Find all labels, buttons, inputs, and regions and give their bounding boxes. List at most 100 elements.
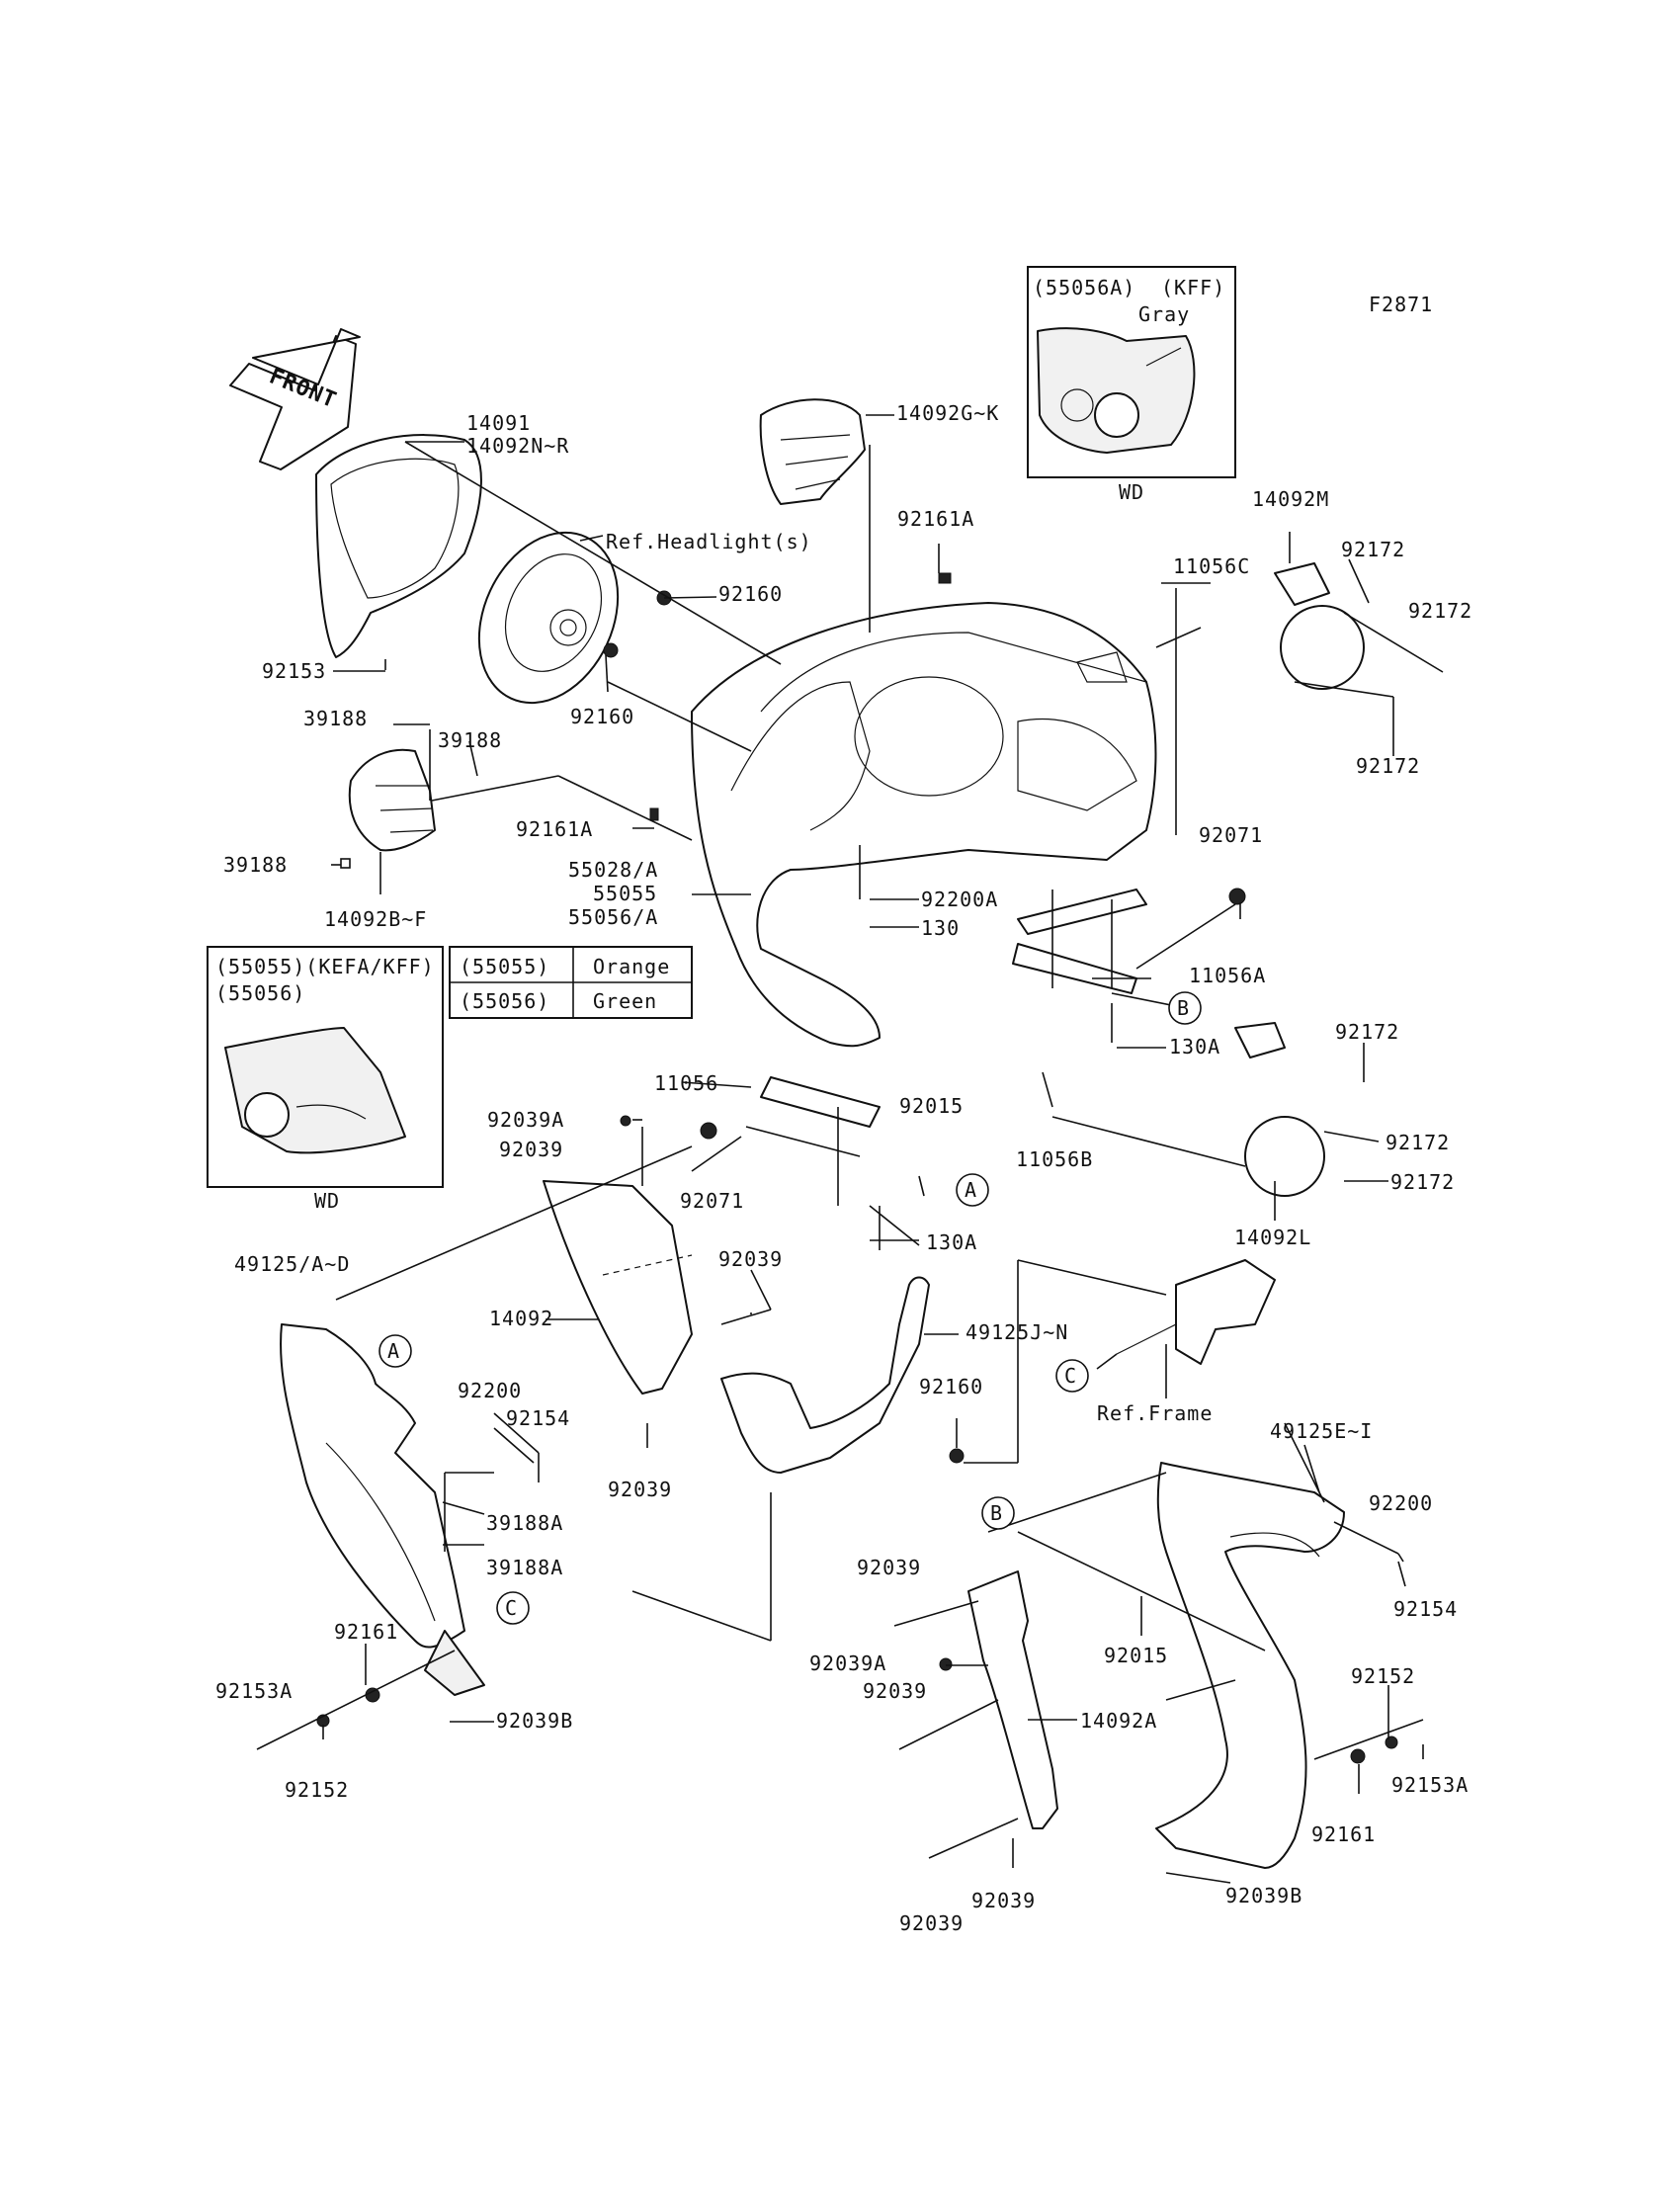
label-92172-a: 92172	[1341, 538, 1405, 561]
inset-kff-color: Gray	[1138, 302, 1190, 326]
label-92160-c: 92160	[919, 1375, 983, 1398]
label-130a-b: 130A	[926, 1230, 977, 1254]
inset-kefa-footer: WD	[314, 1189, 340, 1213]
label-130: 130	[921, 916, 960, 940]
label-92153a-b: 92153A	[1391, 1773, 1469, 1797]
label-92200-b: 92200	[1369, 1491, 1433, 1515]
label-92172-d: 92172	[1335, 1020, 1399, 1044]
label-92039-a: 92039	[499, 1138, 563, 1161]
label-39188a-a: 39188A	[486, 1511, 563, 1535]
label-11056c: 11056C	[1173, 554, 1250, 578]
label-92172-e: 92172	[1386, 1131, 1450, 1154]
label-92161-a: 92161	[334, 1620, 398, 1644]
label-92071-b: 92071	[680, 1189, 744, 1213]
inset-kff: (55056A) (KFF) Gray WD	[1027, 266, 1236, 504]
label-ref-headlight: Ref.Headlight(s)	[606, 530, 812, 553]
color-table-part-2: (55056)	[460, 989, 549, 1013]
callout-a-left	[378, 1334, 412, 1368]
label-92039-b: 92039	[718, 1247, 783, 1271]
label-49125a-d: 49125/A~D	[234, 1252, 350, 1276]
label-92039b-b: 92039B	[1225, 1884, 1302, 1907]
label-11056a: 11056A	[1189, 964, 1266, 987]
label-92200-a: 92200	[458, 1379, 522, 1402]
label-92039-e: 92039	[863, 1679, 927, 1703]
callout-a-left-label: A	[387, 1339, 400, 1363]
label-55028a: 55028/A	[568, 858, 658, 882]
inset-kff-part: (55056A)	[1033, 276, 1135, 299]
label-92039-g: 92039	[899, 1911, 964, 1935]
label-92154-a: 92154	[506, 1406, 570, 1430]
label-92152-a: 92152	[285, 1778, 349, 1802]
part-labels: 14091 14092N~R Ref.Headlight(s) 92160 92…	[215, 401, 1472, 1935]
label-130a-a: 130A	[1169, 1035, 1220, 1059]
label-14091: 14091	[466, 411, 531, 435]
color-table-color-2: Green	[593, 989, 657, 1013]
color-table-part-1: (55055)	[460, 955, 549, 978]
label-49125e-i: 49125E~I	[1270, 1419, 1373, 1443]
label-11056: 11056	[654, 1071, 718, 1095]
callout-a-mid	[956, 1173, 989, 1207]
label-14092a: 14092A	[1080, 1709, 1157, 1733]
inset-kefa-line1: (55055)(KEFA/KFF)	[215, 955, 435, 978]
inset-kff-variant: (KFF)	[1161, 276, 1225, 299]
callout-c-left	[496, 1591, 530, 1625]
part-drawings	[280, 398, 1398, 1869]
inset-kefa-line2: (55056)	[215, 981, 305, 1005]
label-92015-a: 92015	[899, 1094, 964, 1118]
callout-a-mid-label: A	[965, 1178, 977, 1202]
callout-b-top	[1168, 991, 1202, 1025]
inset-kefa: (55055)(KEFA/KFF) (55056) WD	[207, 946, 444, 1213]
label-92039a-b: 92039A	[809, 1652, 886, 1675]
callout-c-frame-label: C	[1064, 1364, 1077, 1388]
callout-circles: B A A C C B	[378, 991, 1202, 1625]
label-49125j-n: 49125J~N	[966, 1320, 1068, 1344]
label-92172-b: 92172	[1408, 599, 1472, 623]
label-39188-b: 39188	[438, 728, 502, 752]
label-14092: 14092	[489, 1307, 553, 1330]
label-92160-a: 92160	[718, 582, 783, 606]
label-14092b-f: 14092B~F	[324, 907, 427, 931]
label-92160-b: 92160	[570, 705, 634, 728]
label-11056b: 11056B	[1016, 1147, 1093, 1171]
callout-b-top-label: B	[1177, 996, 1190, 1020]
inset-kff-footer: WD	[1119, 480, 1144, 504]
label-92161a-a: 92161A	[897, 507, 974, 531]
label-92152-b: 92152	[1351, 1664, 1415, 1688]
label-14092n-r: 14092N~R	[466, 434, 569, 458]
callout-b-right-label: B	[990, 1501, 1003, 1525]
label-92039a-a: 92039A	[487, 1108, 564, 1132]
color-table-color-1: Orange	[593, 955, 670, 978]
label-92172-f: 92172	[1390, 1170, 1455, 1194]
label-92172-c: 92172	[1356, 754, 1420, 778]
label-ref-frame: Ref.Frame	[1097, 1401, 1213, 1425]
label-39188-c: 39188	[223, 853, 288, 877]
label-14092m: 14092M	[1252, 487, 1329, 511]
label-92039-f: 92039	[971, 1889, 1036, 1912]
label-55055: 55055	[593, 882, 657, 905]
label-92161a-b: 92161A	[516, 817, 593, 841]
label-92015-b: 92015	[1104, 1644, 1168, 1667]
label-39188a-b: 39188A	[486, 1556, 563, 1579]
label-92071-a: 92071	[1199, 823, 1263, 847]
label-92161-b: 92161	[1311, 1822, 1376, 1846]
front-arrow-icon: FRONT	[229, 328, 361, 470]
label-92153a-a: 92153A	[215, 1679, 293, 1703]
figure-code: F2871	[1369, 293, 1433, 316]
label-39188-a: 39188	[303, 707, 368, 730]
callout-b-right	[981, 1496, 1015, 1530]
label-14092g-k: 14092G~K	[896, 401, 999, 425]
color-table: (55055) Orange (55056) Green	[449, 946, 693, 1019]
label-92039b-a: 92039B	[496, 1709, 573, 1733]
callout-c-frame	[1055, 1359, 1089, 1393]
label-55056a: 55056/A	[568, 905, 658, 929]
leader-lines	[256, 414, 1444, 1884]
label-14092l: 14092L	[1234, 1226, 1311, 1249]
label-92039-d: 92039	[857, 1556, 921, 1579]
label-92153: 92153	[262, 659, 326, 683]
callout-c-left-label: C	[505, 1596, 518, 1620]
label-92154-b: 92154	[1393, 1597, 1458, 1621]
label-92200a: 92200A	[921, 888, 998, 911]
label-92039-c: 92039	[608, 1478, 672, 1501]
